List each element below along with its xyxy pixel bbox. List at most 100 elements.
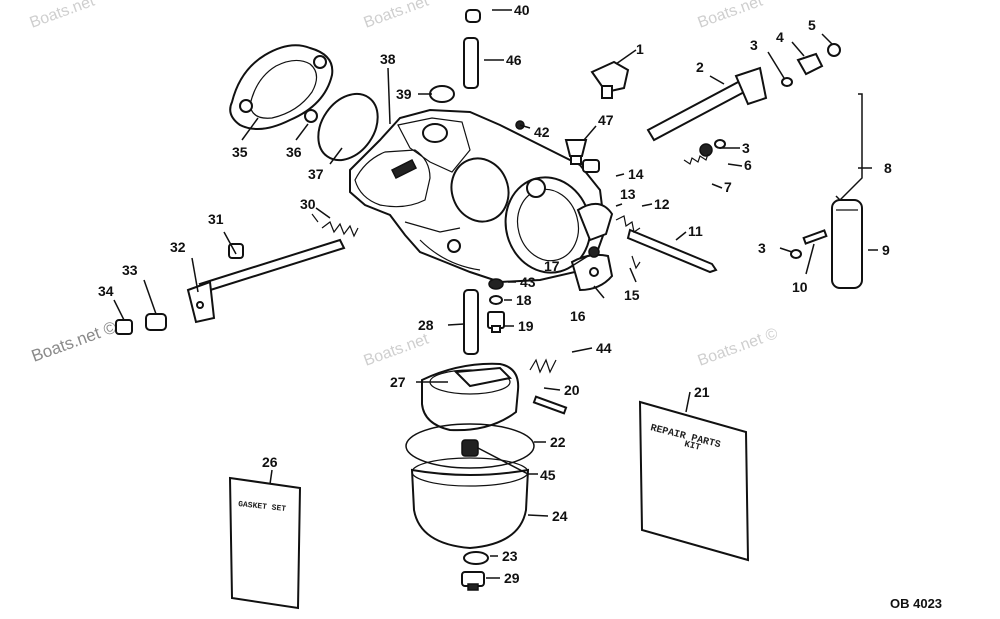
callout-3-low: 3 — [758, 240, 766, 256]
callout-30: 30 — [300, 196, 316, 212]
part-5-nut — [827, 43, 841, 57]
part-9-float — [831, 199, 863, 289]
callout-7: 7 — [724, 179, 732, 195]
callout-24: 24 — [552, 508, 568, 524]
callout-45: 45 — [540, 467, 556, 483]
part-13-bracket — [576, 203, 614, 242]
callout-23: 23 — [502, 548, 518, 564]
callout-44: 44 — [596, 340, 612, 356]
part-19-jet — [487, 311, 505, 333]
part-46-tube — [463, 37, 479, 89]
repair-kit-label-line2: KIT — [683, 439, 702, 453]
part-44-spring — [529, 358, 557, 374]
callout-17: 17 — [544, 258, 560, 274]
callout-26: 26 — [262, 454, 278, 470]
callout-37: 37 — [308, 166, 324, 182]
part-32-choke-shaft — [186, 238, 346, 324]
part-6-spring-retainer — [699, 143, 713, 157]
callout-27: 27 — [390, 374, 406, 390]
callout-39: 39 — [396, 86, 412, 102]
part-3-clips — [714, 77, 802, 259]
part-47-needle — [564, 139, 588, 165]
callout-9: 9 — [882, 242, 890, 258]
part-28-tube — [463, 289, 479, 355]
part-15-screw — [631, 255, 641, 270]
part-38-carburetor-body — [349, 108, 607, 284]
callout-3-mid: 3 — [742, 140, 750, 156]
part-21-repair-kit-card: REPAIR PARTS KIT — [638, 400, 750, 562]
part-40-plug — [465, 9, 481, 23]
callout-14: 14 — [628, 166, 644, 182]
part-36-screw — [304, 109, 318, 123]
callout-10: 10 — [792, 279, 808, 295]
part-23-washer — [463, 551, 489, 565]
callout-43: 43 — [520, 274, 536, 290]
callout-38: 38 — [380, 51, 396, 67]
part-26-gasket-set-card: GASKET SET — [228, 476, 302, 610]
callout-18: 18 — [516, 292, 532, 308]
callout-numbers: 40 46 39 38 35 36 37 42 47 1 2 3 4 5 3 6… — [98, 2, 892, 586]
part-34-screw — [115, 319, 133, 335]
watermark-top-left: Boats.net — [28, 0, 98, 32]
callout-11: 11 — [688, 223, 703, 239]
callout-35: 35 — [232, 144, 248, 160]
part-8-float-arm — [835, 93, 863, 202]
part-17-spring — [588, 246, 600, 258]
watermark-middle-center: Boats.net — [362, 330, 432, 369]
callout-1: 1 — [636, 41, 644, 57]
callout-4: 4 — [776, 29, 784, 45]
part-29-drain-plug — [461, 571, 485, 591]
part-33-roller — [145, 313, 167, 331]
watermark-middle-right: Boats.net © — [696, 325, 781, 370]
part-37-plate — [317, 92, 379, 162]
watermark-top-right: Boats.net — [696, 0, 766, 32]
part-20-pin — [532, 395, 568, 415]
watermark-top-center: Boats.net — [362, 0, 432, 32]
callout-31: 31 — [208, 211, 224, 227]
part-11-needle — [626, 228, 718, 274]
part-1-fitting — [590, 60, 630, 99]
part-18-gasket — [489, 295, 503, 305]
callout-20: 20 — [564, 382, 580, 398]
part-27-float — [421, 362, 520, 432]
part-7-spring — [683, 153, 709, 165]
leader-lines — [113, 9, 878, 579]
callout-22: 22 — [550, 434, 566, 450]
callout-3-top: 3 — [750, 37, 758, 53]
part-39-plug — [429, 85, 455, 103]
callout-33: 33 — [122, 262, 138, 278]
callout-46: 46 — [506, 52, 522, 68]
callout-16: 16 — [570, 308, 586, 324]
figure-code: OB 4023 — [890, 596, 942, 611]
part-24-float-bowl — [410, 457, 530, 550]
callout-32: 32 — [170, 239, 186, 255]
part-30-spring — [311, 213, 359, 238]
callout-8: 8 — [884, 160, 892, 176]
callout-42: 42 — [534, 124, 550, 140]
part-22-gasket — [405, 423, 535, 469]
callout-6: 6 — [744, 157, 752, 173]
part-14-seat — [582, 159, 600, 173]
callout-12: 12 — [654, 196, 670, 212]
callout-28: 28 — [418, 317, 434, 333]
part-45-jet — [461, 439, 479, 457]
callout-47: 47 — [598, 112, 614, 128]
callout-36: 36 — [286, 144, 302, 160]
part-16-cam — [570, 253, 614, 292]
part-43-washer — [488, 278, 504, 290]
part-4-screw — [796, 52, 824, 76]
callout-40: 40 — [514, 2, 530, 18]
callout-5: 5 — [808, 17, 816, 33]
watermark-left: Boats.net © — [29, 317, 120, 365]
callout-15: 15 — [624, 287, 640, 303]
part-35-gasket — [229, 44, 334, 130]
callout-2: 2 — [696, 59, 704, 75]
callout-19: 19 — [518, 318, 534, 334]
callout-29: 29 — [504, 570, 520, 586]
callout-34: 34 — [98, 283, 114, 299]
part-12-spring — [615, 215, 641, 233]
callout-21: 21 — [694, 384, 710, 400]
part-10-pin — [802, 229, 828, 245]
